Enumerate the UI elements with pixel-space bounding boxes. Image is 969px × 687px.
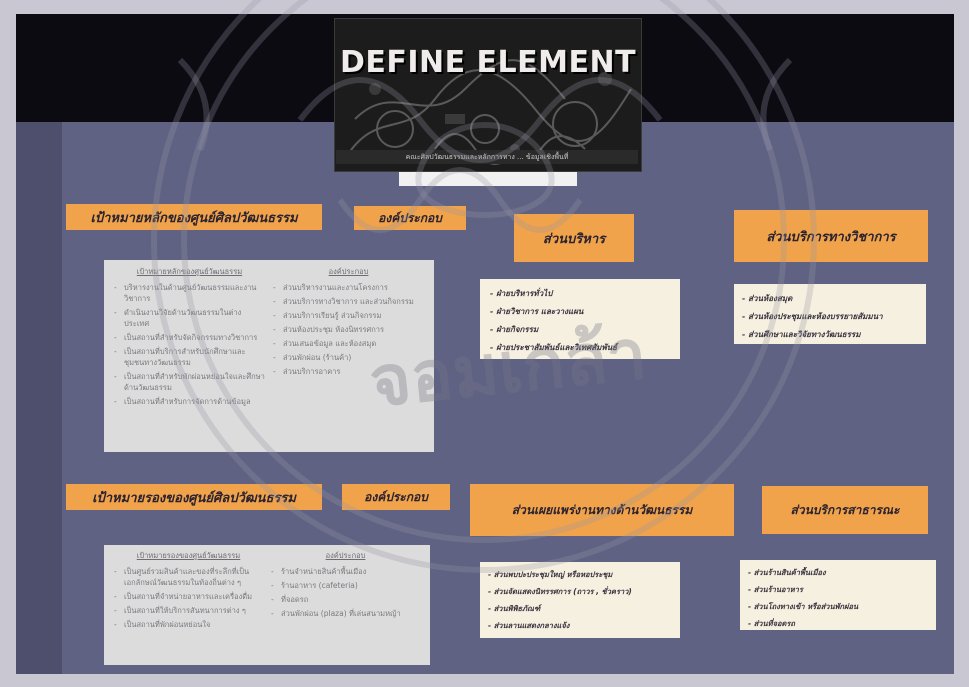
goal-main-item: เป็นสถานที่สำหรับจัดกิจกรรมทางวิชาการ [124, 333, 258, 342]
goal-secondary-item: เป็นศูนย์รวมสินค้าและของที่ระลึกที่เป็นเ… [124, 567, 250, 587]
exhibit-section-label: ส่วนเผยแพร่งานทางด้านวัฒนธรรม [470, 484, 734, 536]
component-item-bottom: ส่วนพักผ่อน (plaza) ที่เล่นสนามหญ้า [281, 609, 401, 618]
admin-detail-box: - ฝ่ายบริหารทั่วไป - ฝ่ายวิชาการ และวางแ… [480, 279, 680, 359]
title-subtitle: คณะศิลปวัฒนธรรมและหลักการทาง ... ข้อมูลเ… [336, 150, 638, 164]
component-item: ส่วนเสนอข้อมูล และห้องสมุด [283, 339, 377, 348]
goal-main-item: เป็นสถานที่สำหรับการจัดการด้านข้อมูล [124, 397, 251, 406]
public-item: ส่วนร้านอาหาร [753, 585, 803, 594]
component-item: ส่วนบริการอาคาร [283, 367, 341, 376]
admin-item: ฝ่ายบริหารทั่วไป [496, 289, 553, 298]
academic-item: ส่วนศึกษาและวิจัยทางวัฒนธรรม [748, 330, 861, 339]
page-title: DEFINE ELEMENT [339, 45, 637, 80]
admin-item: ฝ่ายวิชาการ และวางแผน [496, 307, 584, 316]
academic-detail-box: - ส่วนห้องสมุด - ส่วนห้องประชุมและห้องบร… [734, 284, 926, 344]
exhibit-item: ส่วนพบปะประชุมใหญ่ หรือหอประชุม [493, 570, 613, 579]
goal-main-detail-box: เป้าหมายหลักของศูนย์วัฒนธรรม -บริหารงานใ… [104, 260, 434, 452]
title-panel: DEFINE ELEMENT [334, 18, 642, 172]
component-item: ส่วนห้องประชุม ห้องนิทรรศการ [283, 325, 385, 334]
exhibit-item: ส่วนลานแสดงกลางแจ้ง [493, 621, 570, 630]
exhibit-item: ส่วนพิพิธภัณฑ์ [493, 604, 541, 613]
component-label-top: องค์ประกอบ [354, 206, 466, 230]
admin-item: ฝ่ายกิจกรรม [496, 325, 539, 334]
component-col-head-bottom: องค์ประกอบ [325, 551, 366, 560]
component-label-bottom: องค์ประกอบ [342, 484, 450, 510]
component-item: ส่วนพักผ่อน (ร้านค้า) [283, 353, 352, 362]
public-service-label: ส่วนบริการสาธารณะ [762, 486, 928, 534]
goal-main-item: ดำเนินงานวิจัยด้านวัฒนธรรมในต่างประเทศ [124, 308, 242, 328]
goal-secondary-label: เป้าหมายรองของศูนย์ศิลปวัฒนธรรม [66, 484, 322, 510]
goal-main-col-head: เป้าหมายหลักของศูนย์วัฒนธรรม [136, 267, 243, 276]
public-item: ส่วนร้านสินค้าพื้นเมือง [753, 568, 826, 577]
academic-item: ส่วนห้องสมุด [748, 294, 793, 303]
admin-section-label: ส่วนบริหาร [514, 214, 634, 262]
public-service-detail-box: - ส่วนร้านสินค้าพื้นเมือง - ส่วนร้านอาหา… [740, 560, 936, 630]
component-item: ส่วนบริการเรียนรู้ ส่วนกิจกรรม [283, 311, 382, 320]
goal-secondary-item: เป็นสถานที่ให้บริการสันทนาการต่าง ๆ [124, 606, 246, 615]
title-blank-slot [399, 172, 577, 186]
goal-main-item: เป็นสถานที่สำหรับพักผ่อนหย่อนใจและศึกษาด… [124, 372, 265, 392]
academic-section-label: ส่วนบริการทางวิชาการ [734, 210, 928, 262]
component-item-bottom: ที่จอดรถ [281, 595, 309, 604]
component-item-bottom: ร้านอาหาร (cafeteria) [281, 581, 358, 590]
academic-item: ส่วนห้องประชุมและห้องบรรยายสัมมนา [748, 312, 883, 321]
public-item: ส่วนโถงทางเข้า หรือส่วนพักผ่อน [753, 602, 859, 611]
goal-secondary-detail-box: เป้าหมายรองของศูนย์วัฒนธรรม -เป็นศูนย์รว… [104, 545, 430, 665]
goal-secondary-item: เป็นสถานที่จำหน่ายอาหารและเครื่องดื่ม [124, 592, 253, 601]
component-col-head: องค์ประกอบ [328, 267, 369, 276]
component-item-bottom: ร้านจำหน่ายสินค้าพื้นเมือง [281, 567, 367, 576]
goal-main-item: บริหารงานในด้านศูนย์วัฒนธรรมและงานวิชากา… [124, 283, 257, 303]
left-band [16, 122, 62, 674]
goal-secondary-item: เป็นสถานที่พักผ่อนหย่อนใจ [124, 620, 211, 629]
exhibit-item: ส่วนจัดแสดงนิทรรศการ (ถาวร , ชั่วคราว) [493, 587, 632, 596]
goal-main-label: เป้าหมายหลักของศูนย์ศิลปวัฒนธรรม [66, 204, 322, 230]
admin-item: ฝ่ายประชาสัมพันธ์และวิเทศสัมพันธ์ [496, 343, 618, 352]
goal-secondary-col-head: เป้าหมายรองของศูนย์วัฒนธรรม [136, 551, 241, 560]
public-item: ส่วนที่จอดรถ [753, 619, 795, 628]
ornament-artwork [335, 19, 641, 171]
component-item: ส่วนบริการทางวิชาการ และส่วนกิจกรรม [283, 297, 414, 306]
goal-main-item: เป็นสถานที่บริการสำหรับนักศึกษาและชุมชนท… [124, 347, 246, 367]
component-item: ส่วนบริหารงานและงานโครงการ [283, 283, 388, 292]
exhibit-detail-box: - ส่วนพบปะประชุมใหญ่ หรือหอประชุม - ส่วน… [480, 562, 680, 638]
